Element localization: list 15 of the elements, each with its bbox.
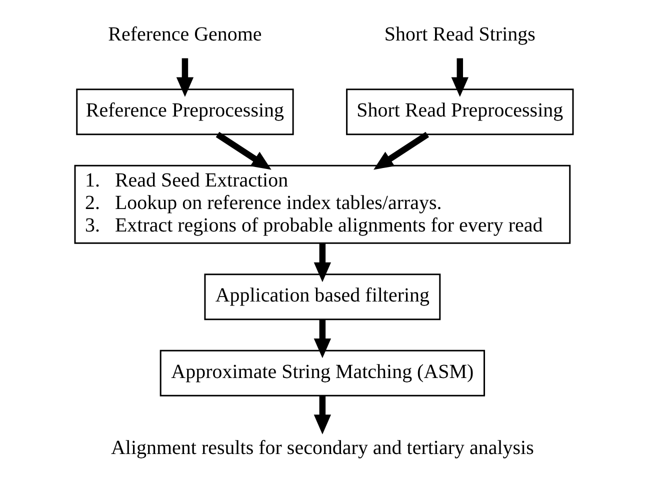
arrow bbox=[215, 132, 271, 170]
node-text: Alignment results for secondary and tertiary analysis bbox=[110, 437, 534, 460]
node-box: Short Read Preprocessing bbox=[346, 88, 574, 136]
node-box: 1. Read Seed Extraction 2. Lookup on reference index tables/arrays. 3. Extract regions of probable alignments for every read bbox=[74, 164, 570, 244]
node-box: Application based filtering bbox=[204, 274, 440, 320]
node-box: Reference Preprocessing bbox=[76, 88, 294, 136]
node-text: Reference Genome bbox=[108, 23, 262, 46]
arrow bbox=[313, 243, 331, 282]
node-box: Approximate String Matching (ASM) bbox=[159, 350, 485, 396]
arrow bbox=[373, 132, 429, 170]
arrow bbox=[313, 396, 331, 434]
arrow bbox=[313, 319, 331, 358]
arrow bbox=[450, 58, 468, 97]
arrow bbox=[176, 58, 194, 97]
node-text: Short Read Strings bbox=[384, 23, 535, 46]
